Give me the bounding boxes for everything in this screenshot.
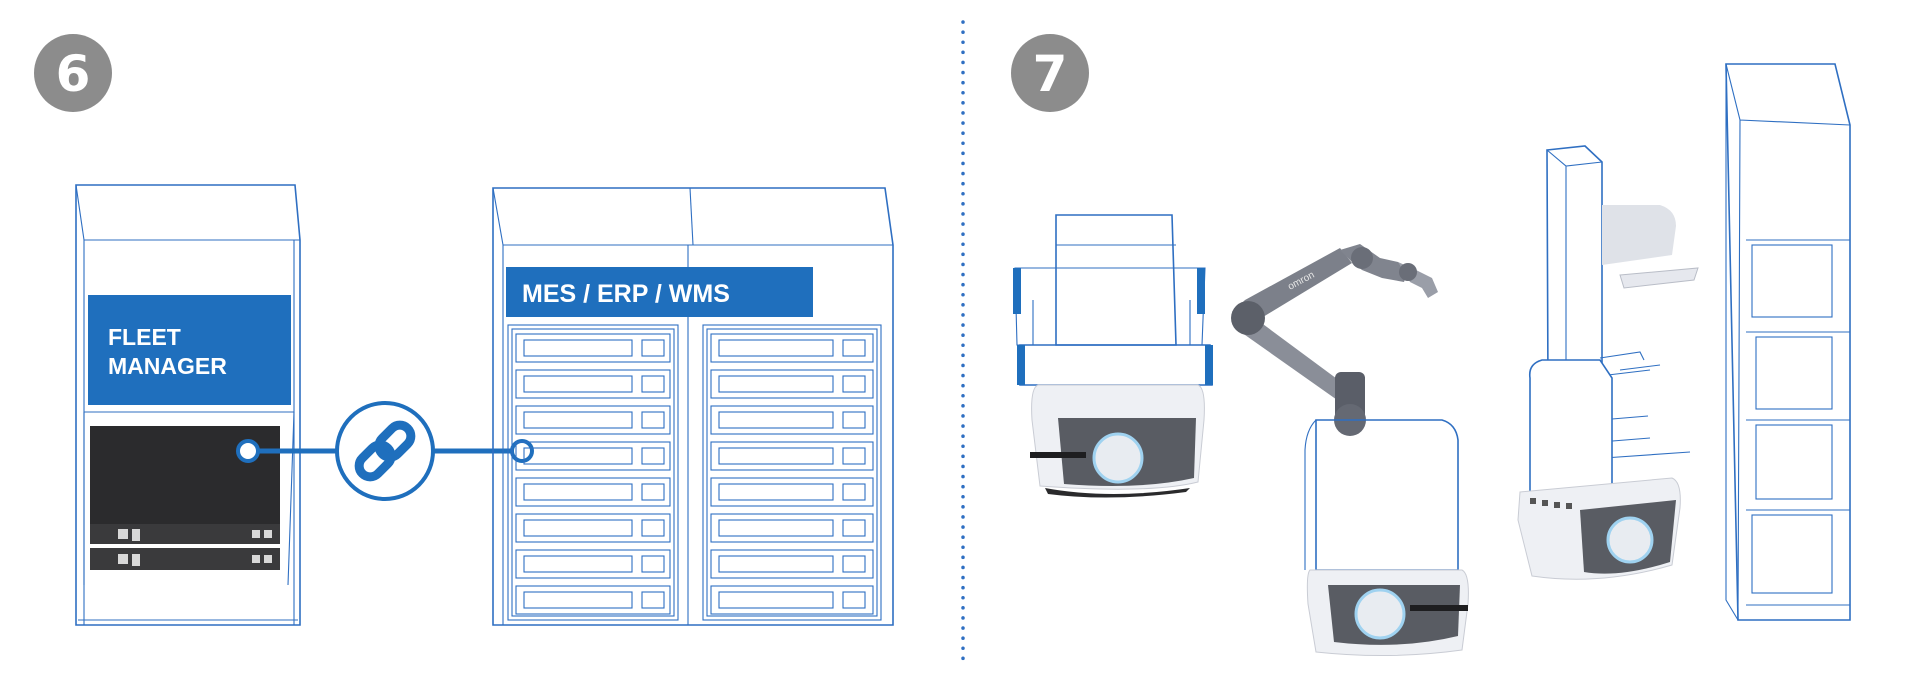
drawer-slot: [515, 585, 671, 615]
fleet-manager-cabinet: FLEET MANAGER: [75, 184, 301, 626]
drawer-slot: [515, 405, 671, 435]
drawer-label-slot: [523, 519, 633, 537]
drawer-slot: [515, 333, 671, 363]
drawer-handle: [641, 555, 665, 573]
drawer-stack-right: [710, 333, 874, 615]
drawer-handle: [842, 591, 866, 609]
drawer-handle: [641, 483, 665, 501]
drawer-handle: [842, 447, 866, 465]
drawer-slot: [515, 369, 671, 399]
drawer-label-slot: [718, 483, 834, 501]
drawer-label-slot: [718, 447, 834, 465]
drawer-slot: [710, 549, 874, 579]
link-icon: [335, 401, 435, 501]
drawer-label-slot: [718, 375, 834, 393]
drawer-handle: [641, 519, 665, 537]
fleet-manager-line1: FLEET: [108, 324, 181, 350]
drawer-label-slot: [523, 447, 633, 465]
drawer-slot: [710, 513, 874, 543]
drawer-slot: [515, 549, 671, 579]
cart-transporter-robot: [1013, 214, 1213, 498]
drawer-slot: [710, 405, 874, 435]
drawer-slot: [515, 441, 671, 471]
step-7-number: 7: [1033, 45, 1068, 103]
fleet-manager-label-box: [88, 295, 291, 405]
drawer-handle: [641, 375, 665, 393]
step-6-badge: 6: [34, 34, 112, 112]
enterprise-systems-cabinet: MES / ERP / WMS: [492, 187, 894, 626]
drawer-label-slot: [718, 519, 834, 537]
drawer-handle: [641, 591, 665, 609]
drawer-handle: [842, 555, 866, 573]
connection-dot-icon: [236, 439, 260, 463]
drawer-label-slot: [523, 591, 633, 609]
drawer-handle: [842, 339, 866, 357]
drawer-slot: [515, 513, 671, 543]
drawer-slot: [710, 477, 874, 507]
step-6-number: 6: [56, 45, 91, 103]
step-7-badge: 7: [1011, 34, 1089, 112]
drawer-label-slot: [523, 483, 633, 501]
mobile-manipulator-robot: omron: [1231, 244, 1469, 657]
storage-shelf: [1725, 63, 1851, 621]
drawer-label-slot: [718, 411, 834, 429]
drawer-handle: [641, 411, 665, 429]
drawer-handle: [842, 519, 866, 537]
drawer-stack-left: [515, 333, 671, 615]
drawer-slot: [710, 333, 874, 363]
connection-dot-icon: [510, 439, 534, 463]
drawer-handle: [641, 339, 665, 357]
drawer-slot: [710, 369, 874, 399]
drawer-label-slot: [523, 375, 633, 393]
drawer-label-slot: [718, 339, 834, 357]
drawer-label-slot: [523, 339, 633, 357]
drawer-label-slot: [718, 555, 834, 573]
drawer-label-slot: [523, 555, 633, 573]
drawer-handle: [641, 447, 665, 465]
enterprise-systems-label: MES / ERP / WMS: [522, 280, 730, 308]
drawer-handle: [842, 411, 866, 429]
drawer-slot: [710, 441, 874, 471]
tower-lift-robot: [1517, 145, 1699, 580]
drawer-slot: [710, 585, 874, 615]
drawer-slot: [515, 477, 671, 507]
drawer-handle: [842, 483, 866, 501]
enterprise-systems-label-box: [506, 267, 813, 317]
fleet-manager-line2: MANAGER: [108, 353, 227, 379]
connection-line: [236, 401, 534, 501]
drawer-label-slot: [523, 411, 633, 429]
drawer-handle: [842, 375, 866, 393]
drawer-label-slot: [718, 591, 834, 609]
